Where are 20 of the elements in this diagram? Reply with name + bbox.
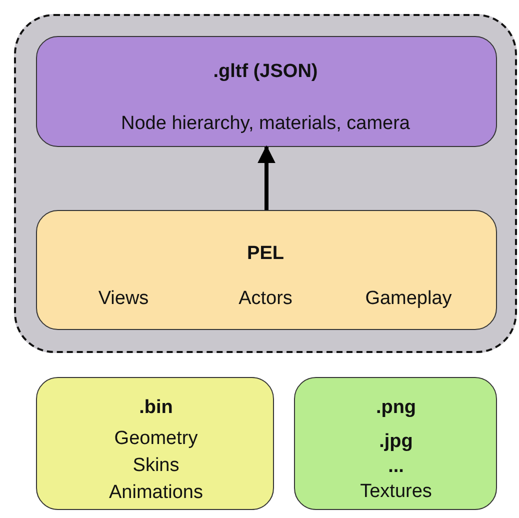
label: Animations [109,482,203,504]
layer-box [36,210,496,330]
file-box [294,377,497,510]
heading: .gltf (JSON) [213,60,318,82]
label: Gameplay [365,288,452,310]
heading: PEL [247,242,284,264]
heading: .bin [139,397,173,419]
container-panel [14,14,517,353]
label: Node hierarchy, materials, camera [121,112,410,134]
label: Textures [360,481,432,503]
label: Geometry [114,428,198,450]
file-box [36,36,496,146]
heading: .png [376,397,416,419]
arrow [258,145,276,210]
heading: ... [388,456,404,478]
label: Views [98,288,149,310]
label: Skins [132,455,180,477]
label: Actors [238,288,292,310]
heading: .jpg [379,431,413,453]
file-box [36,377,274,510]
